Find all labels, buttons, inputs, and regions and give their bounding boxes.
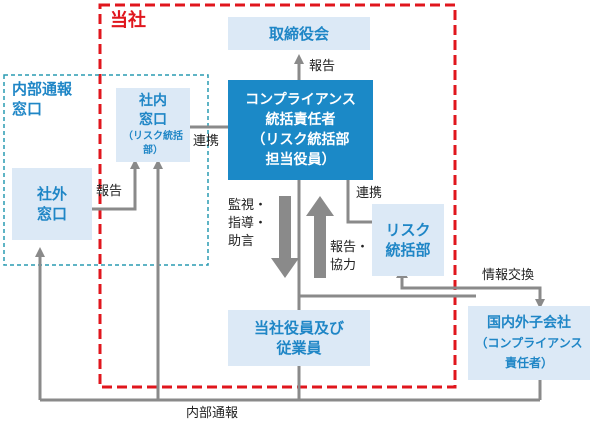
monitor-arrow [271,196,299,278]
internal-group-title-line2: 窓口 [12,100,43,118]
officers-line2: 従業員 [276,339,322,357]
info-exchange-line [400,276,545,309]
label-report-coop-2: 協力 [330,258,357,273]
label-report-ext: 報告 [96,184,123,199]
subsidiary-line1: 国内外子会社 [487,315,571,331]
arrow-ext-to-int [92,159,140,211]
label-report-board: 報告 [309,59,336,74]
internal-desk-line3: （リスク統括部） [123,131,183,156]
external-desk-line1: 社外 [36,185,67,203]
cco-line3: （リスク統括部 [251,132,350,148]
board-box: 取締役会 [228,17,370,50]
label-internal-report: 内部通報 [186,406,239,421]
internal-desk-frame [3,74,209,266]
subsidiary-box: 国内外子会社 （コンプライアンス 責任者） [468,306,590,380]
risk-dept-line2: 統括部 [385,241,431,259]
external-desk-line2: 窓口 [36,205,67,223]
label-monitor-2: 指導・ [228,216,268,231]
cco-line1: コンプライアンス [245,92,356,108]
subsidiary-line2: （コンプライアンス [475,336,583,350]
label-monitor-3: 助言 [228,234,255,249]
cco-line4: 担当役員） [265,152,336,168]
company-frame [98,3,457,389]
label-renkei-left: 連携 [193,134,220,149]
label-monitor-1: 監視・ [228,198,268,213]
internal-desk-box: 社内 窓口 （リスク統括部） [116,88,190,162]
label-report-coop-1: 報告・ [330,240,370,255]
officers-line1: 当社役員及び [253,319,344,337]
board-label: 取締役会 [268,25,329,43]
label-renkei-right: 連携 [356,186,383,201]
internal-desk-line1: 社内 [139,93,167,109]
company-title: 当社 [110,10,146,31]
subsidiary-line3: 責任者） [504,356,553,370]
officers-box: 当社役員及び 従業員 [228,310,370,366]
line-renkei-right [346,180,372,224]
internal-desk-line2: 窓口 [139,112,167,128]
risk-dept-line1: リスク [385,221,431,239]
internal-group-title-line1: 内部通報 [12,80,73,98]
cco-line2: 統括責任者 [265,112,336,128]
cco-box: コンプライアンス 統括責任者 （リスク統括部 担当役員） [228,80,373,180]
report-coop-arrow [306,196,334,278]
risk-dept-box: リスク 統括部 [372,204,444,276]
external-desk-box: 社外 窓口 [12,168,92,240]
label-info-exchange: 情報交換 [482,268,535,283]
